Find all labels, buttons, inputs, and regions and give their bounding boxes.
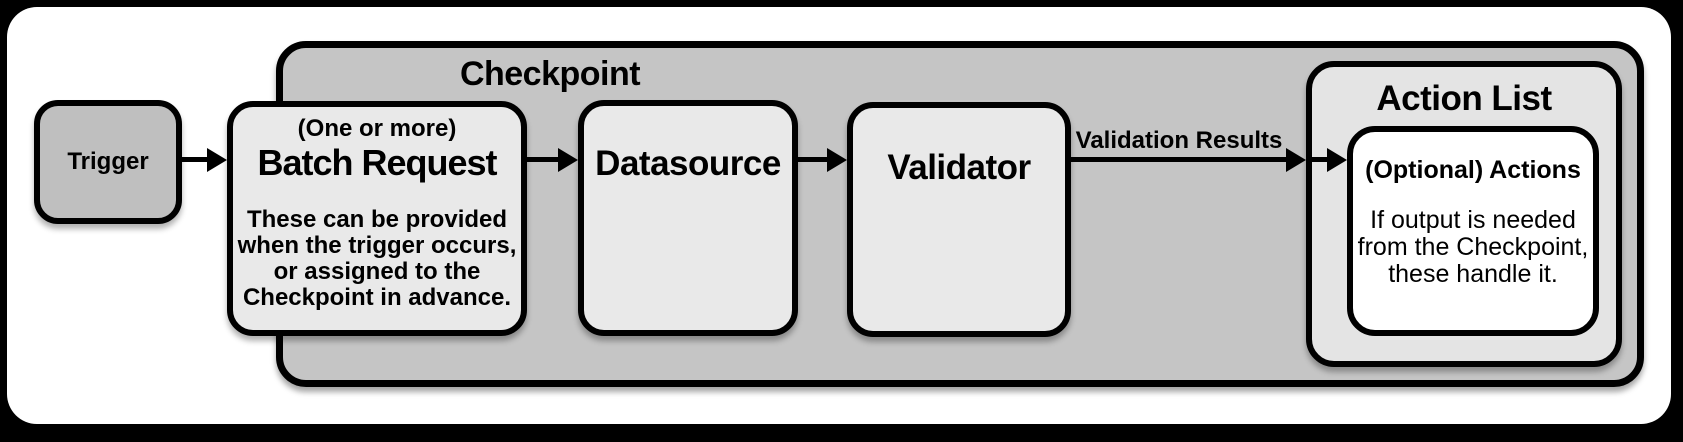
optional-actions-description: If output is needed from the Checkpoint,… [1357, 206, 1589, 288]
batch-request-qualifier: (One or more) [297, 115, 457, 142]
batch-request-title: Batch Request [257, 142, 497, 183]
validator-title: Validator [887, 148, 1031, 187]
checkpoint-title: Checkpoint [459, 55, 641, 93]
action-list-title: Action List [1376, 79, 1552, 118]
arrow-batch-to-datasource-arrowhead-icon [558, 148, 578, 172]
arrow-into-optional-actions-arrowhead-icon [1327, 148, 1347, 172]
datasource-title: Datasource [595, 144, 781, 183]
arrow-batch-to-datasource-line [527, 157, 560, 162]
diagram-card: Checkpoint Validation Results Trigger (O… [7, 7, 1671, 424]
validator-node: Validator [847, 102, 1071, 337]
optional-actions-title: (Optional) Actions [1365, 156, 1581, 184]
action-list-container: Action List (Optional) Actions If output… [1306, 61, 1622, 367]
validation-results-label: Validation Results [1075, 127, 1283, 154]
arrow-datasource-to-validator-line [798, 157, 829, 162]
batch-request-description: These can be provided when the trigger o… [237, 206, 517, 311]
arrow-trigger-to-batch-arrowhead-icon [207, 148, 227, 172]
trigger-label: Trigger [67, 148, 149, 175]
trigger-node: Trigger [34, 100, 182, 224]
arrow-validator-to-action-list-arrowhead-icon [1286, 148, 1306, 172]
arrow-into-optional-actions-line [1310, 157, 1329, 162]
datasource-node: Datasource [578, 100, 798, 336]
arrow-trigger-to-batch-line [182, 157, 209, 162]
batch-request-node: (One or more) Batch Request These can be… [227, 101, 527, 336]
arrow-validator-to-action-list-line [1071, 157, 1288, 162]
arrow-datasource-to-validator-arrowhead-icon [827, 148, 847, 172]
optional-actions-node: (Optional) Actions If output is needed f… [1347, 126, 1599, 336]
